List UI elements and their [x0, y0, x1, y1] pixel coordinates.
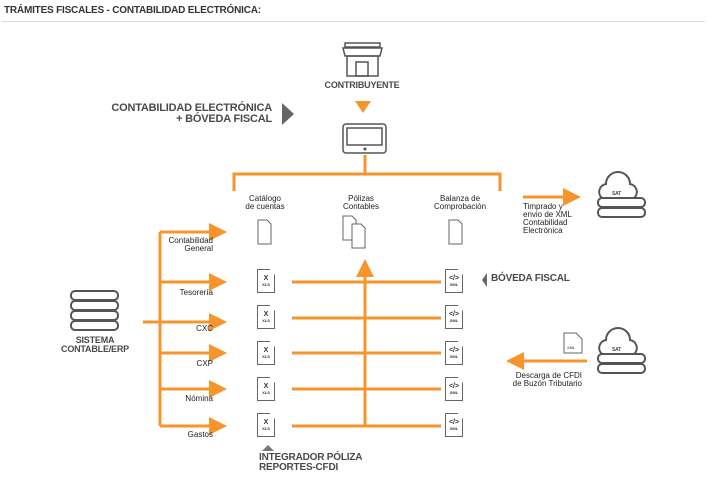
boveda-fiscal-label: BÓVEDA FISCAL — [491, 273, 570, 284]
server-icon — [70, 290, 119, 331]
file-type: XLS — [262, 426, 270, 431]
xml-file-icon — [563, 332, 583, 354]
contabilidad-electronica-label: CONTABILIDAD ELECTRÓNICA — [111, 102, 272, 114]
report-label: Comprobación — [433, 202, 487, 211]
sat-server-icon — [597, 171, 646, 218]
title-divider — [2, 21, 705, 22]
store-icon — [342, 42, 383, 77]
left-pointer-icon — [482, 273, 487, 287]
file-type: XML — [449, 318, 459, 323]
file-type: XLS — [262, 390, 270, 395]
integrador-label: REPORTES-CFDI — [259, 462, 339, 473]
boveda-fiscal-sublabel: + BÓVEDA FISCAL — [176, 113, 272, 125]
module-cxp: CXP — [196, 359, 213, 368]
report-label: Pólizas — [348, 194, 374, 203]
sat-badge: SAT — [612, 191, 622, 197]
xml-file-icon: </>XML — [445, 305, 463, 329]
file-mark: </> — [448, 419, 460, 426]
contribuyente-label: CONTRIBUYENTE — [324, 80, 400, 90]
monitor-icon — [342, 123, 387, 154]
xml-file-icon: </>XML — [445, 377, 463, 401]
report-label: Contables — [342, 202, 380, 211]
file-mark: X — [263, 419, 269, 426]
distribution-bracket — [232, 155, 502, 191]
file-mark: </> — [448, 347, 460, 354]
sistema-label: SISTEMA — [75, 335, 115, 345]
file-mark: X — [263, 383, 269, 390]
module-tesoreria: Tesorería — [179, 288, 213, 297]
file-mark: </> — [448, 275, 460, 282]
integrador-label: INTEGRADOR PÓLIZA — [259, 452, 363, 463]
file-mark: X — [263, 275, 269, 282]
sat-server-icon — [597, 327, 646, 374]
sistema-label: CONTABLE/ERP — [61, 344, 129, 354]
report-label: de cuentas — [245, 202, 285, 211]
sat-badge: SAT — [612, 347, 622, 353]
xml-file-label: XML — [567, 345, 576, 350]
up-pointer-icon — [262, 445, 274, 451]
file-type: XLS — [262, 354, 270, 359]
right-pointer-icon — [282, 103, 294, 125]
file-mark: </> — [448, 311, 460, 318]
documents-icon — [342, 215, 366, 249]
module-nomina: Nómina — [185, 394, 213, 403]
document-icon — [257, 219, 272, 245]
xml-file-icon: </>XML — [445, 413, 463, 437]
xml-file-icon: </>XML — [445, 341, 463, 365]
xml-file-icon: </>XML — [445, 269, 463, 293]
erp-branches — [143, 223, 441, 435]
report-label: Catálogo — [248, 194, 282, 203]
file-mark: </> — [448, 383, 460, 390]
file-type: XML — [449, 354, 459, 359]
file-type: XLS — [262, 282, 270, 287]
module-cxc: CXC — [196, 324, 213, 333]
file-mark: X — [263, 347, 269, 354]
page-title: TRÁMITES FISCALES - CONTABILIDAD ELECTRÓ… — [4, 5, 261, 16]
file-mark: X — [263, 311, 269, 318]
down-arrow-icon — [355, 101, 371, 113]
document-icon — [448, 219, 463, 245]
file-type: XML — [449, 390, 459, 395]
file-type: XLS — [262, 318, 270, 323]
module-gastos: Gastos — [187, 430, 213, 439]
file-type: XML — [449, 426, 459, 431]
report-label: Balanza de — [439, 194, 481, 203]
file-type: XML — [449, 282, 459, 287]
